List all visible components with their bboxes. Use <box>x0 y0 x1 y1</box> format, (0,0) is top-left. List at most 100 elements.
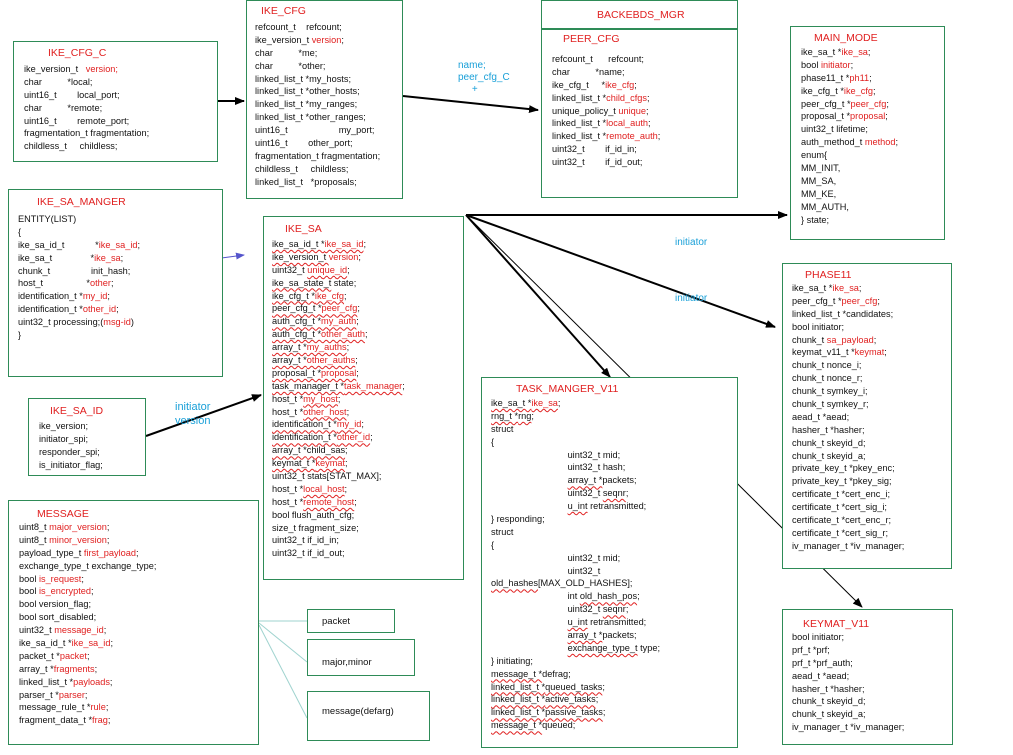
field-line: char *other; <box>255 60 326 71</box>
field-line: certificate_t *cert_enc_i; <box>792 489 891 500</box>
field-line: { <box>491 539 495 550</box>
field-line: host_t *remote_host; <box>272 496 357 507</box>
arrow-ike-sa-to-phase11 <box>465 214 776 328</box>
field-line: ike_version_t version; <box>272 251 361 262</box>
field-line: refcount_t refcount; <box>552 54 644 64</box>
field-line: chunk_t skeyid_d; <box>792 437 866 448</box>
field-line: message_t *defrag; <box>491 668 571 679</box>
field-line: aead_t *aead; <box>792 670 850 681</box>
field-line: uint32_t stats[STAT_MAX]; <box>272 471 382 482</box>
field-line: task_manager_t *task_manager; <box>272 380 405 391</box>
field-line: linked_list_t *proposals; <box>255 176 357 187</box>
field-line: is_initiator_flag; <box>39 459 103 470</box>
ike-cfg-c-title: IKE_CFG_C <box>48 47 107 59</box>
field-line: ike_sa_t *ike_sa; <box>491 398 561 408</box>
field-line: fragmentation_t fragmentation; <box>255 150 381 161</box>
field-line: uint32_t seqnr; <box>491 604 629 615</box>
arrow-ike-cfg-to-peer-cfg <box>402 95 539 114</box>
field-line: prf_t *prf; <box>792 644 830 655</box>
field-line: uint32_t mid; <box>491 552 621 563</box>
field-line: auth_cfg_t *my_auth; <box>272 316 359 327</box>
keymat-v11-fields: bool initiator;prf_t *prf;prf_t *prf_aut… <box>792 631 904 734</box>
field-line: hasher_t *hasher; <box>792 424 865 435</box>
field-line: aead_t *aead; <box>792 411 850 422</box>
field-line: linked_list_t *candidates; <box>792 308 894 319</box>
field-line: keymat_t *keymat; <box>272 458 348 469</box>
field-line: u_int retransmitted; <box>567 617 647 628</box>
field-line: ENTITY(LIST) <box>18 214 77 224</box>
field-line: uint16_t remote_port; <box>24 115 130 126</box>
field-line: uint16_t other_port; <box>255 138 353 149</box>
field-line: message_t *queued; <box>491 720 576 731</box>
link-message-defarg <box>258 624 308 719</box>
field-line: u_int retransmitted; <box>567 501 647 512</box>
field-line: int old_hash_pos; <box>491 591 640 602</box>
field-line: rng_t *rng; <box>491 410 534 421</box>
message-box: MESSAGE uint8_t major_version;uint8_t mi… <box>8 500 259 745</box>
field-line: responder_spi; <box>39 446 100 457</box>
field-line: peer_cfg_t *peer_cfg; <box>801 98 889 109</box>
field-line: char *me; <box>255 47 318 58</box>
field-line: bool is_encrypted; <box>19 586 94 597</box>
ike-sa-id-title: IKE_SA_ID <box>50 405 104 417</box>
field-line: uint32_t if_id_out; <box>272 548 345 559</box>
field-line: ike_version; <box>39 421 89 431</box>
ike-cfg-box: IKE_CFG refcount_t refcount;ike_version_… <box>246 0 403 199</box>
field-line: parser_t *parser; <box>19 689 88 700</box>
field-line: MM_SA, <box>801 175 837 186</box>
field-line: uint32_t <box>491 565 601 576</box>
field-line: payload_type_t first_payload; <box>19 547 139 558</box>
field-line: ike_version_t version; <box>255 34 344 45</box>
field-line: peer_cfg_t *peer_cfg; <box>792 295 880 306</box>
link-major-minor <box>258 622 308 663</box>
field-line: uint32_t if_id_in; <box>272 535 339 546</box>
field-line: char *local; <box>24 76 93 87</box>
field-line: packet_t *packet; <box>19 650 90 661</box>
field-line: char *remote; <box>24 102 103 113</box>
field-line: linked_list_t *my_ranges; <box>255 99 358 110</box>
field-line: host_t *other_host; <box>272 406 350 417</box>
field-line: char *name; <box>552 66 625 77</box>
field-line: refcount_t refcount; <box>255 22 342 32</box>
label-initiator-version: initiator version <box>175 401 211 427</box>
field-line: hasher_t *hasher; <box>792 683 865 694</box>
field-line: chunk_t init_hash; <box>18 265 131 276</box>
task-manger-fields: ike_sa_t *ike_sa;rng_t *rng;struct{ uint… <box>491 397 660 732</box>
field-line: uint32_t unique_id; <box>272 264 350 275</box>
backends-mgr-box: BACKEBDS_MGR <box>541 0 738 29</box>
field-line: array_t *fragments; <box>19 663 98 674</box>
field-line: childless_t childless; <box>255 163 349 174</box>
field-line: auth_method_t method; <box>801 137 899 148</box>
field-line: MM_AUTH, <box>801 201 849 212</box>
field-line: array_t *child_sas; <box>272 445 348 456</box>
keymat-v11-title: KEYMAT_V11 <box>803 618 870 630</box>
field-line: ike_sa_state_t state; <box>272 277 357 288</box>
field-line: array_t *other_auths; <box>272 355 358 366</box>
note-message-defarg: message(defarg) <box>307 691 430 741</box>
backends-mgr-title: BACKEBDS_MGR <box>597 9 685 21</box>
ike-sa-id-fields: ike_version;initiator_spi;responder_spi;… <box>39 420 103 472</box>
field-line: chunk_t symkey_r; <box>792 399 869 410</box>
field-line: identification_t *other_id; <box>18 304 119 315</box>
field-line: linked_list_t *remote_auth; <box>552 131 661 142</box>
ike-sa-id-box: IKE_SA_ID ike_version;initiator_spi;resp… <box>28 398 146 476</box>
note-major-minor: major,minor <box>307 639 415 676</box>
phase11-title: PHASE11 <box>805 269 852 281</box>
field-line: bool is_request; <box>19 573 84 584</box>
arrow-ike-sa-to-task-manger <box>465 214 611 378</box>
field-line: { <box>491 436 495 447</box>
field-line: uint8_t minor_version; <box>19 534 110 545</box>
field-line: ike_cfg_t *ike_cfg; <box>801 85 876 96</box>
field-line: ike_sa_t *ike_sa; <box>801 47 871 57</box>
field-line: } state; <box>801 214 830 225</box>
field-line: linked_list_t *queued_tasks; <box>491 681 605 692</box>
task-manger-box: TASK_MANGER_V11 ike_sa_t *ike_sa;rng_t *… <box>481 377 738 748</box>
peer-cfg-fields: refcount_t refcount;char *name;ike_cfg_t… <box>552 51 660 167</box>
field-line: bool initiator; <box>801 59 854 70</box>
field-line: private_key_t *pkey_sig; <box>792 476 892 487</box>
field-line: MM_INIT, <box>801 163 841 174</box>
field-line: uint32_t seqnr; <box>491 488 629 499</box>
field-line: chunk_t symkey_i; <box>792 386 868 397</box>
field-line: uint32_t lifetime; <box>801 124 868 135</box>
field-line: linked_list_t *my_hosts; <box>255 73 352 84</box>
